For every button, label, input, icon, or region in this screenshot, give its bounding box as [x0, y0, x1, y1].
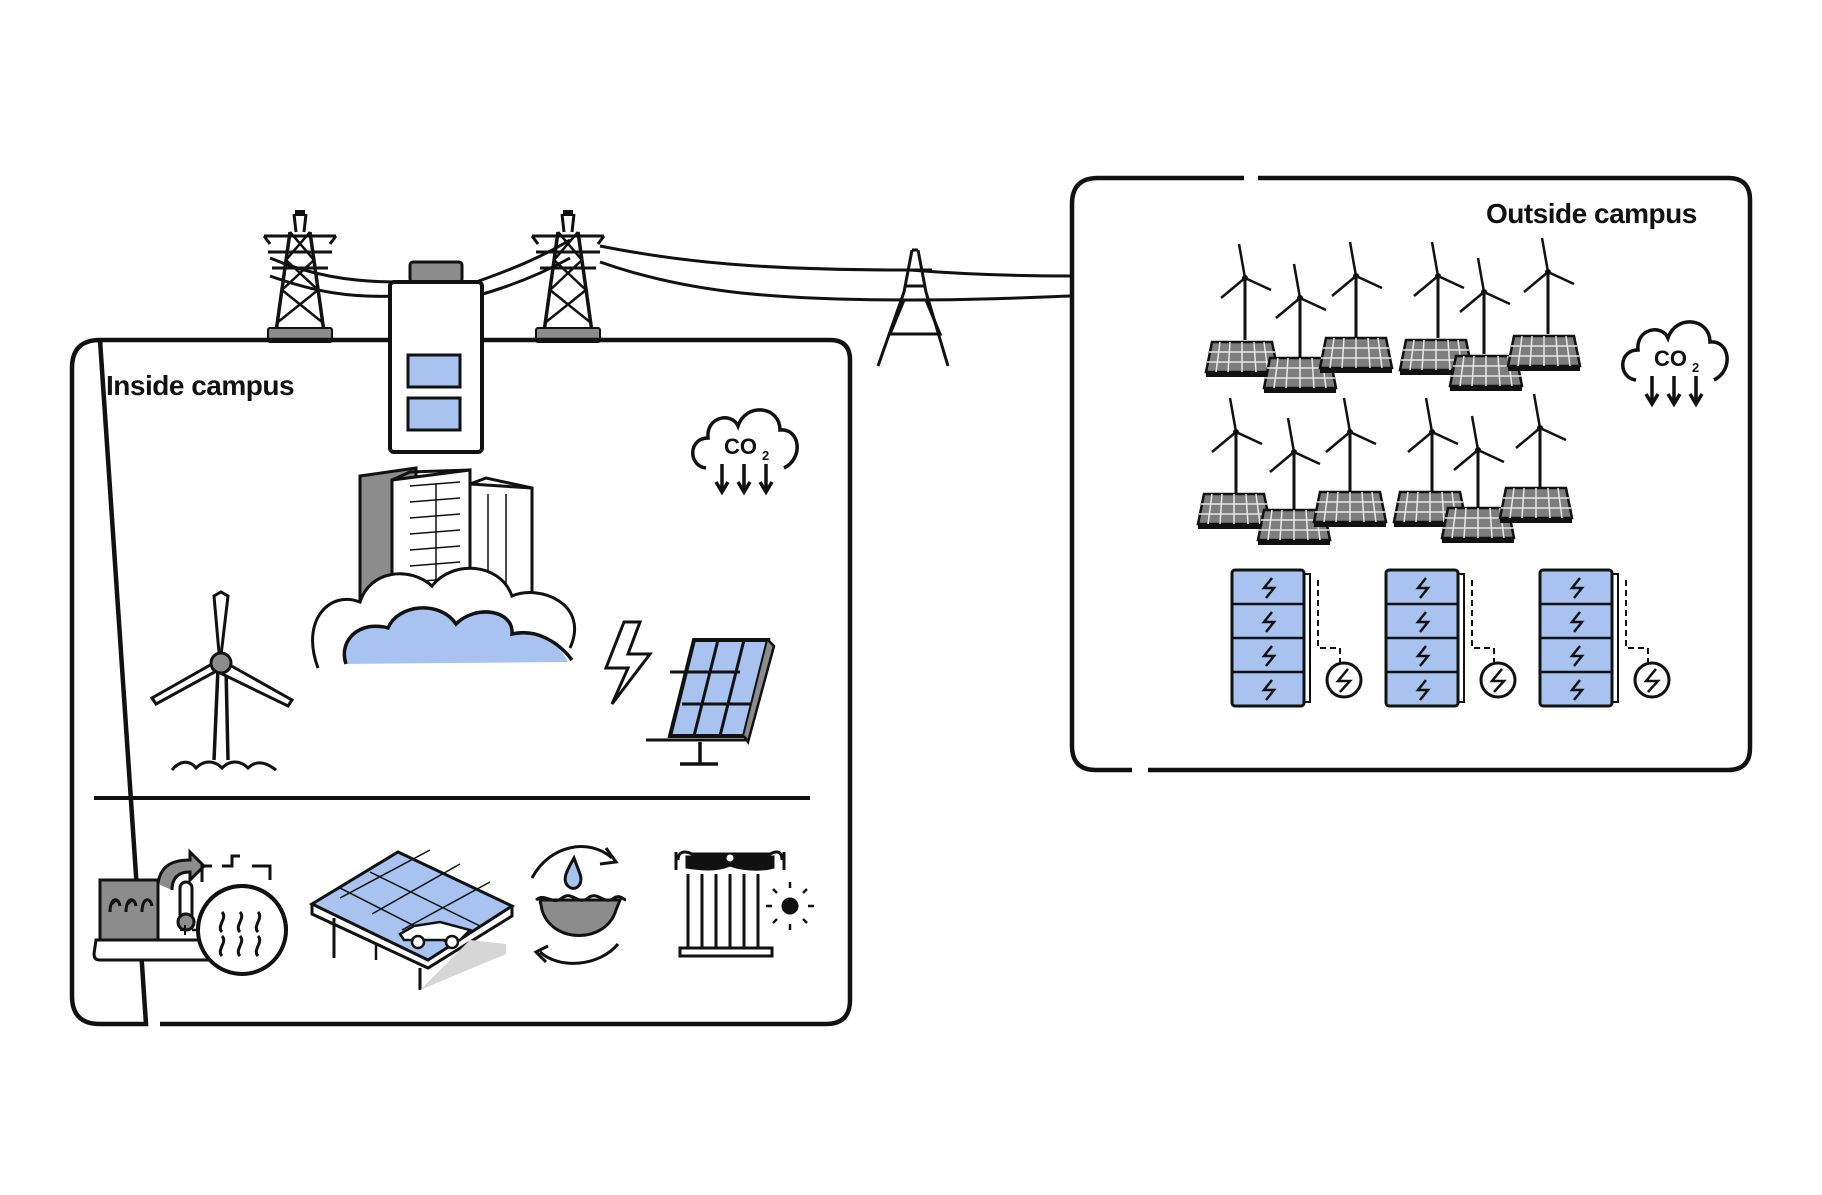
solar-panel-icon: [1318, 336, 1394, 375]
svg-text:2: 2: [1692, 360, 1699, 375]
wind-turbine-icon: [1412, 240, 1466, 340]
solar-panel-icon: [1506, 334, 1582, 373]
water-recycling-icon: [530, 845, 627, 965]
wind-turbine-icon: [1210, 396, 1264, 496]
co2-reduction-icon: CO 2: [690, 408, 799, 494]
solar-thermal-icon: [674, 850, 814, 958]
wind-turbine-icon: [1219, 242, 1273, 342]
solar-panel-icon: [646, 638, 776, 766]
solar-carport-icon: [308, 849, 516, 990]
battery-storage-icon: [1384, 568, 1517, 708]
wind-turbine-icon: [1268, 416, 1322, 516]
inside-campus-panel: [69, 337, 853, 1027]
transmission-tower-icon: [530, 208, 606, 344]
solar-panel-icon: [1196, 492, 1272, 531]
wind-turbine-icon: [1458, 256, 1512, 356]
wind-turbine-icon: [1522, 236, 1576, 336]
solar-panel-icon: [1498, 486, 1574, 525]
co2-reduction-icon: CO 2: [1620, 320, 1729, 406]
outside-campus-panel: [1069, 175, 1753, 773]
battery-storage-icon: [1538, 568, 1671, 708]
wind-solar-farm: [1196, 236, 1582, 547]
battery-storage-icon: [1230, 568, 1363, 708]
wind-turbine-icon: [1330, 240, 1384, 340]
wind-turbine-icon: [1324, 396, 1378, 496]
wind-turbine-icon: [1274, 262, 1328, 362]
wind-turbine-icon: [149, 590, 295, 772]
outside-campus-title: Outside campus: [1486, 198, 1697, 229]
heat-recovery-icon: [92, 848, 288, 976]
solar-panel-icon: [1312, 490, 1388, 529]
lightning-icon: [603, 620, 654, 705]
svg-text:CO: CO: [724, 434, 757, 459]
transmission-tower-icon: [876, 248, 950, 367]
svg-text:2: 2: [762, 448, 769, 463]
substation-battery-icon: [388, 260, 484, 454]
svg-text:CO: CO: [1654, 346, 1687, 371]
wind-turbine-icon: [1514, 392, 1568, 492]
wind-turbine-icon: [1406, 396, 1460, 496]
data-center-cloud-icon: [311, 466, 577, 669]
inside-campus-title: Inside campus: [106, 370, 295, 401]
